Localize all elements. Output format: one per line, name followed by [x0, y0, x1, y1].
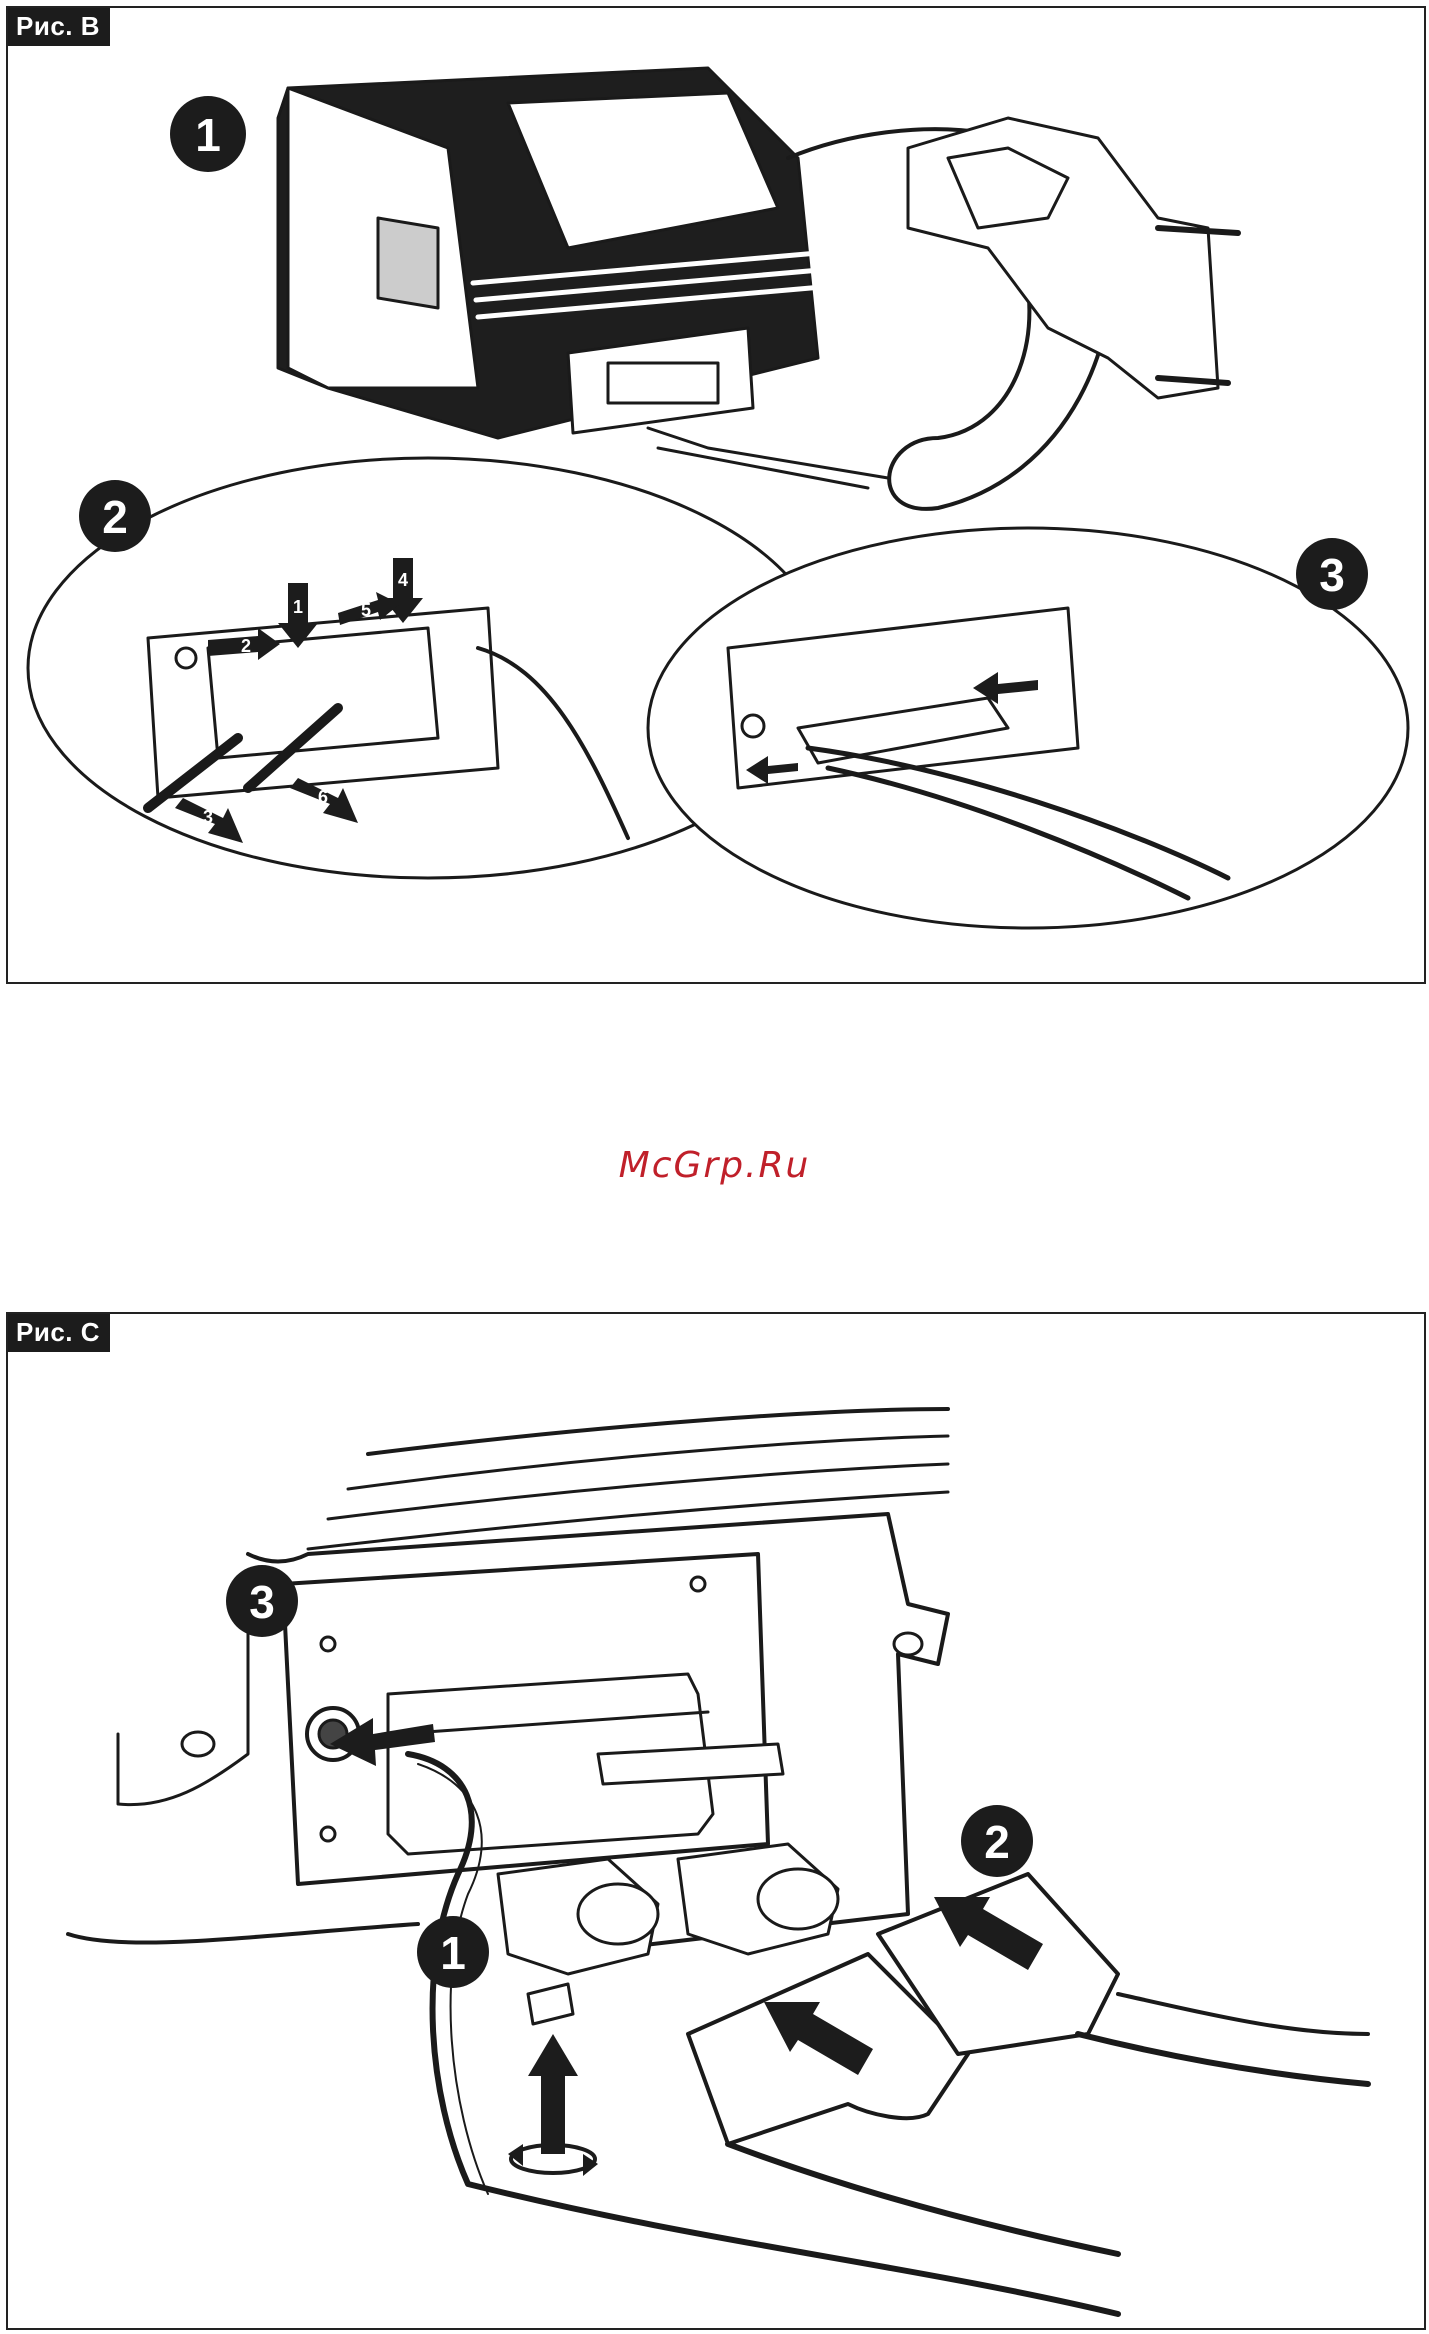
figure-c-callout-2: 2 [961, 1805, 1033, 1877]
svg-text:1: 1 [440, 1927, 466, 1979]
svg-text:1: 1 [293, 597, 303, 617]
svg-text:1: 1 [195, 109, 221, 161]
svg-text:2: 2 [984, 1816, 1010, 1868]
svg-text:3: 3 [249, 1576, 275, 1628]
figure-b-tag: Рис. B [8, 8, 110, 46]
svg-text:3: 3 [1319, 549, 1345, 601]
figure-b: 1 2 3 1 2 3 4 5 [6, 6, 1426, 984]
figure-c-illustration: 1 2 3 [8, 1314, 1424, 2328]
machine-vent [378, 218, 438, 308]
figure-b-illustration: 1 2 3 1 2 3 4 5 [8, 8, 1424, 982]
figure-b-callout-1: 1 [170, 96, 246, 172]
figure-b-callout-2: 2 [79, 480, 151, 552]
housing-top [368, 1409, 948, 1454]
svg-text:6: 6 [318, 787, 328, 807]
bolt [528, 1984, 573, 2024]
figure-c-tag: Рис. C [8, 1314, 110, 1352]
watermark: McGrp.Ru [0, 1145, 1429, 1186]
svg-text:2: 2 [102, 491, 128, 543]
figure-c-callout-1: 1 [417, 1916, 489, 1988]
svg-text:3: 3 [203, 807, 213, 827]
arrow-bolt-tighten [508, 2034, 598, 2176]
figure-b-callout-3: 3 [1296, 538, 1368, 610]
svg-text:5: 5 [361, 600, 371, 620]
figure-c-callout-3: 3 [226, 1565, 298, 1637]
svg-text:4: 4 [398, 570, 408, 590]
figure-c: 1 2 3 Рис. C [6, 1312, 1426, 2330]
svg-text:2: 2 [241, 636, 251, 656]
